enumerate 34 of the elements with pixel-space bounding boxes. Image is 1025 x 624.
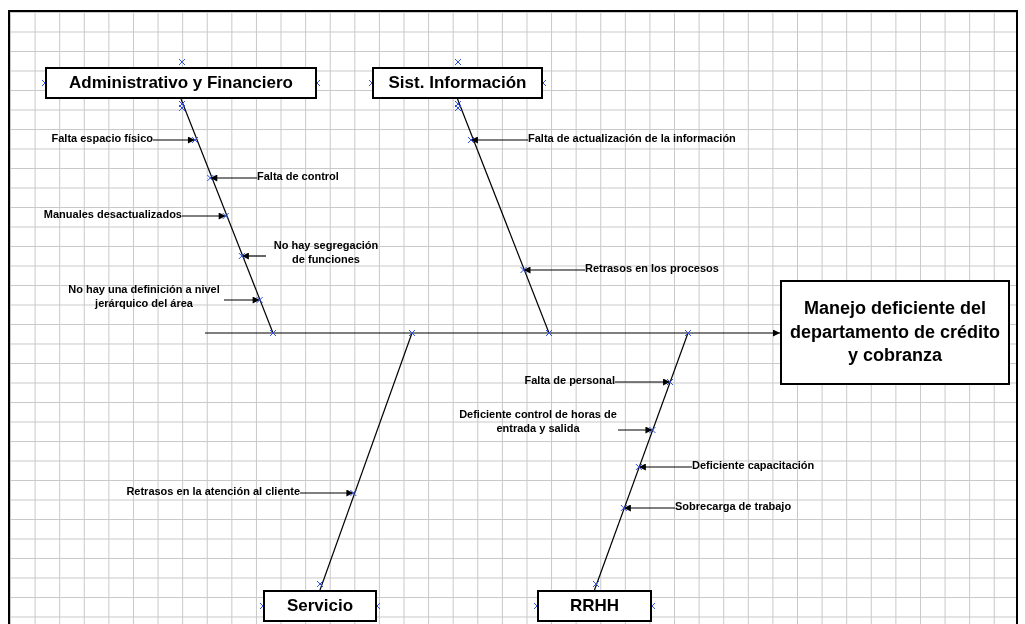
cause-text: Falta de control [257, 169, 339, 184]
cause-text: Deficiente capacitación [692, 458, 815, 473]
cause-text: Sobrecarga de trabajo [675, 499, 792, 514]
cause-text: Falta de personal [524, 373, 615, 388]
cause-arrow [152, 136, 196, 144]
bone-line [593, 332, 689, 591]
cause-arrow [299, 489, 354, 497]
cause-text: Falta de actualización de la información [528, 131, 736, 146]
category-box: Administrativo y Financiero [45, 67, 317, 99]
cause-arrow [638, 463, 693, 471]
category-box: Sist. Información [372, 67, 543, 99]
bone-line [456, 98, 550, 334]
cause-text: No hay segregación de funciones [266, 238, 386, 267]
category-box: Servicio [263, 590, 377, 622]
cause-arrow [241, 252, 267, 260]
cause-text: Retrasos en los procesos [585, 261, 719, 276]
effect-box: Manejo deficiente del departamento de crédito y cobranza [780, 280, 1010, 385]
cause-arrow [209, 174, 258, 182]
cause-arrow [223, 296, 261, 304]
cause-text: Deficiente control de horas de entrada y salida [458, 407, 618, 436]
cause-arrow [522, 266, 586, 274]
cause-arrow [617, 426, 654, 434]
cause-arrow [181, 212, 227, 220]
cause-text: No hay una definición a nivel jerárquico del área [64, 282, 224, 311]
cause-arrow [623, 504, 676, 512]
cause-text: Falta espacio físico [51, 131, 153, 146]
cause-arrow [470, 136, 529, 144]
category-box: RRHH [537, 590, 652, 622]
cause-text: Retrasos en la atención al cliente [126, 484, 300, 499]
spine-arrow [204, 329, 781, 337]
cause-arrow [614, 378, 671, 386]
bone-line [319, 332, 413, 591]
cause-text: Manuales desactualizados [43, 207, 182, 222]
bone-line [180, 98, 274, 334]
